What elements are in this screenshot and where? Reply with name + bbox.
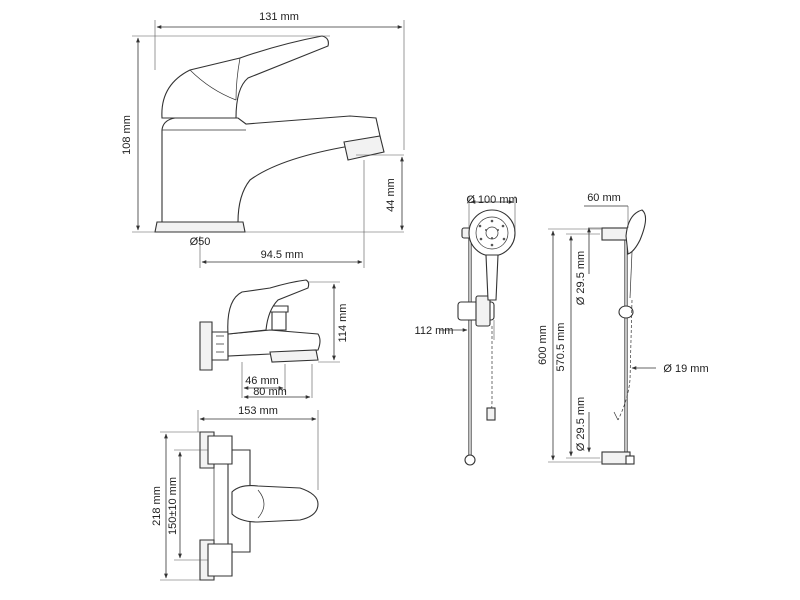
top-bracket-label: Ø 29.5 mm	[575, 251, 587, 305]
bath-spout-offset-label: 80 mm	[253, 386, 287, 398]
basin-height-label: 108 mm	[121, 115, 133, 155]
basin-reach-label: 94.5 mm	[261, 249, 304, 261]
basin-mixer-dimensions	[132, 20, 405, 268]
mounting-distance-label: 570.5 mm	[555, 323, 567, 372]
bottom-bracket-label: Ø 29.5 mm	[575, 397, 587, 451]
bath-mixer-front-dimensions	[160, 410, 319, 581]
basin-spout-height-label: 44 mm	[385, 178, 397, 212]
rail-diameter-label: Ø 19 mm	[663, 363, 708, 375]
holder-width-label: 112 mm	[415, 325, 454, 337]
bath-mixer-drawing	[199, 279, 321, 371]
head-diameter-label: Ø 100 mm	[466, 194, 517, 206]
shower-set-side-drawing	[601, 209, 647, 465]
bath-mixer-dimensions	[241, 281, 340, 399]
bath-mixer-front-drawing	[199, 431, 319, 581]
front-height-label: 218 mm	[151, 486, 163, 526]
shower-set-front-drawing	[457, 209, 516, 466]
bath-height-label: 114 mm	[337, 304, 349, 343]
basin-base-diameter-label: Ø50	[190, 236, 211, 248]
head-depth-label: 60 mm	[587, 192, 621, 204]
center-distance-label: 150±10 mm	[167, 477, 179, 535]
basin-width-label: 131 mm	[259, 11, 299, 23]
front-width-label: 153 mm	[238, 405, 278, 417]
bath-inner-offset-label: 46 mm	[245, 375, 279, 387]
basin-mixer-drawing	[154, 35, 385, 233]
shower-set-front-dimensions	[440, 196, 516, 340]
rail-length-label: 600 mm	[537, 325, 549, 365]
shower-set-side-dimensions	[548, 205, 656, 463]
